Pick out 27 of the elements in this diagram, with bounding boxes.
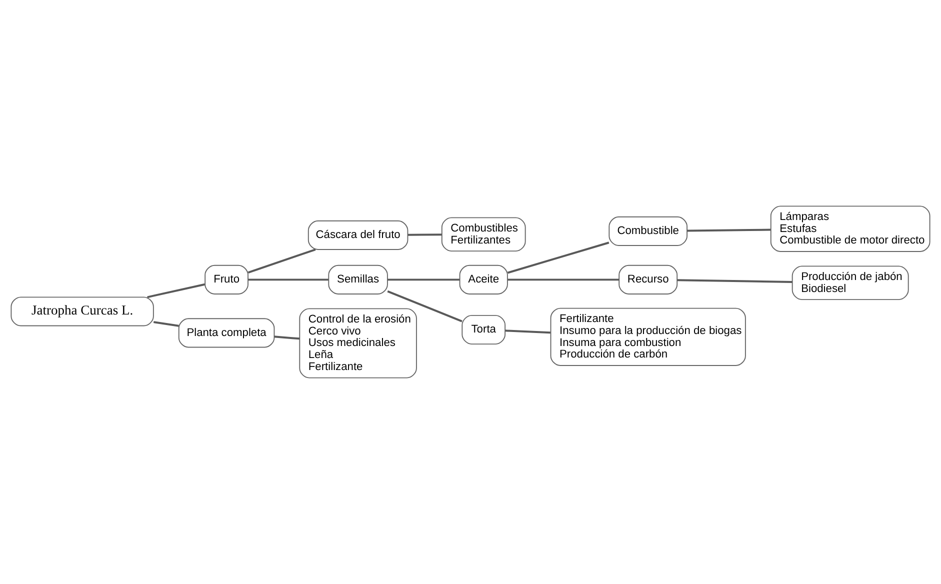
- node-box: Fruto: [204, 264, 248, 294]
- node-box: Recurso: [618, 264, 678, 294]
- connector: [687, 228, 771, 232]
- connector: [388, 278, 460, 281]
- node-box: Producción de jabón Biodiesel: [792, 266, 909, 300]
- node-box: Cáscara del fruto: [308, 220, 408, 250]
- connector: [387, 290, 462, 322]
- connector: [147, 283, 206, 298]
- connector: [677, 279, 792, 283]
- connector: [408, 234, 442, 236]
- connector: [248, 278, 328, 281]
- node-box: Jatropha Curcas L.: [10, 296, 154, 326]
- node-box: Combustibles Fertilizantes: [441, 217, 526, 252]
- node-box: Lámparas Estufas Combustible de motor directo: [770, 206, 930, 252]
- node-box: Planta completa: [178, 318, 275, 348]
- connector: [153, 321, 179, 327]
- node-box: Combustible: [608, 216, 688, 246]
- node-box: Torta: [462, 314, 506, 345]
- connector: [507, 242, 610, 274]
- connector: [248, 248, 316, 274]
- node-box: Fertilizante Insumo para la producción de biogas Insuma para combustion Producción de carbón: [550, 308, 746, 366]
- node-box: Aceite: [459, 264, 508, 294]
- node-box: Control de la erosión Cerco vivo Usos medicinales Leña Fertilizante: [299, 308, 417, 378]
- node-box: Semillas: [328, 264, 388, 294]
- connector: [505, 330, 550, 334]
- connector: [274, 336, 300, 340]
- connector: [508, 278, 620, 281]
